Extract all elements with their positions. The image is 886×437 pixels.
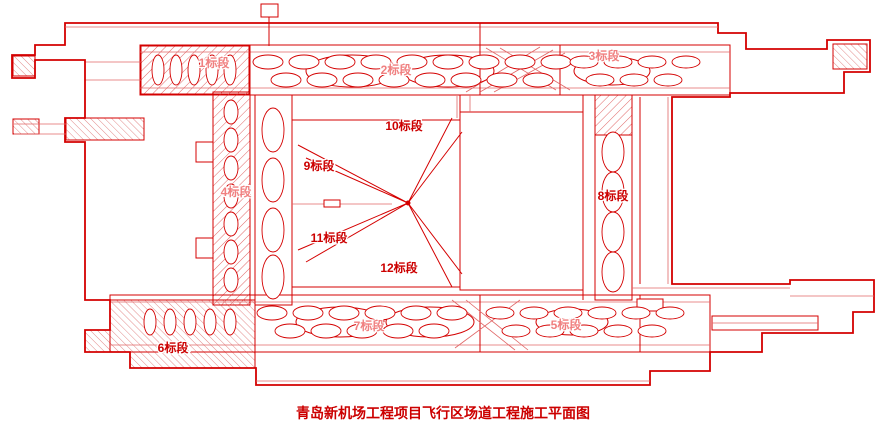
- label-section-10: 10标段: [385, 118, 423, 133]
- label-section-4: 4标段: [221, 184, 253, 199]
- annex-elements: [14, 3, 819, 331]
- drawing-title: 青岛新机场工程项目飞行区场道工程施工平面图: [296, 405, 590, 421]
- pavement-ellipses: [143, 54, 701, 339]
- runway-crossing: [292, 96, 463, 288]
- section-labels: 1标段 2标段 3标段 4标段 5标段 6标段 7标段 8标段 9标段 10标段…: [156, 47, 630, 356]
- right-taxiway-column: [582, 94, 790, 312]
- top-runway-band: [85, 44, 731, 96]
- label-section-3: 3标段: [589, 48, 621, 63]
- central-apron: [291, 95, 584, 291]
- label-section-6: 6标段: [158, 340, 190, 355]
- label-section-11: 11标段: [311, 230, 349, 245]
- label-section-5: 5标段: [551, 317, 583, 332]
- label-section-8: 8标段: [598, 188, 630, 203]
- label-section-12: 12标段: [380, 260, 418, 275]
- label-section-1: 1标段: [199, 55, 231, 70]
- label-section-2: 2标段: [381, 62, 413, 77]
- label-section-7: 7标段: [354, 318, 386, 333]
- label-section-9: 9标段: [304, 158, 336, 173]
- left-taxiway-column: [195, 91, 293, 306]
- site-boundary: [11, 22, 875, 386]
